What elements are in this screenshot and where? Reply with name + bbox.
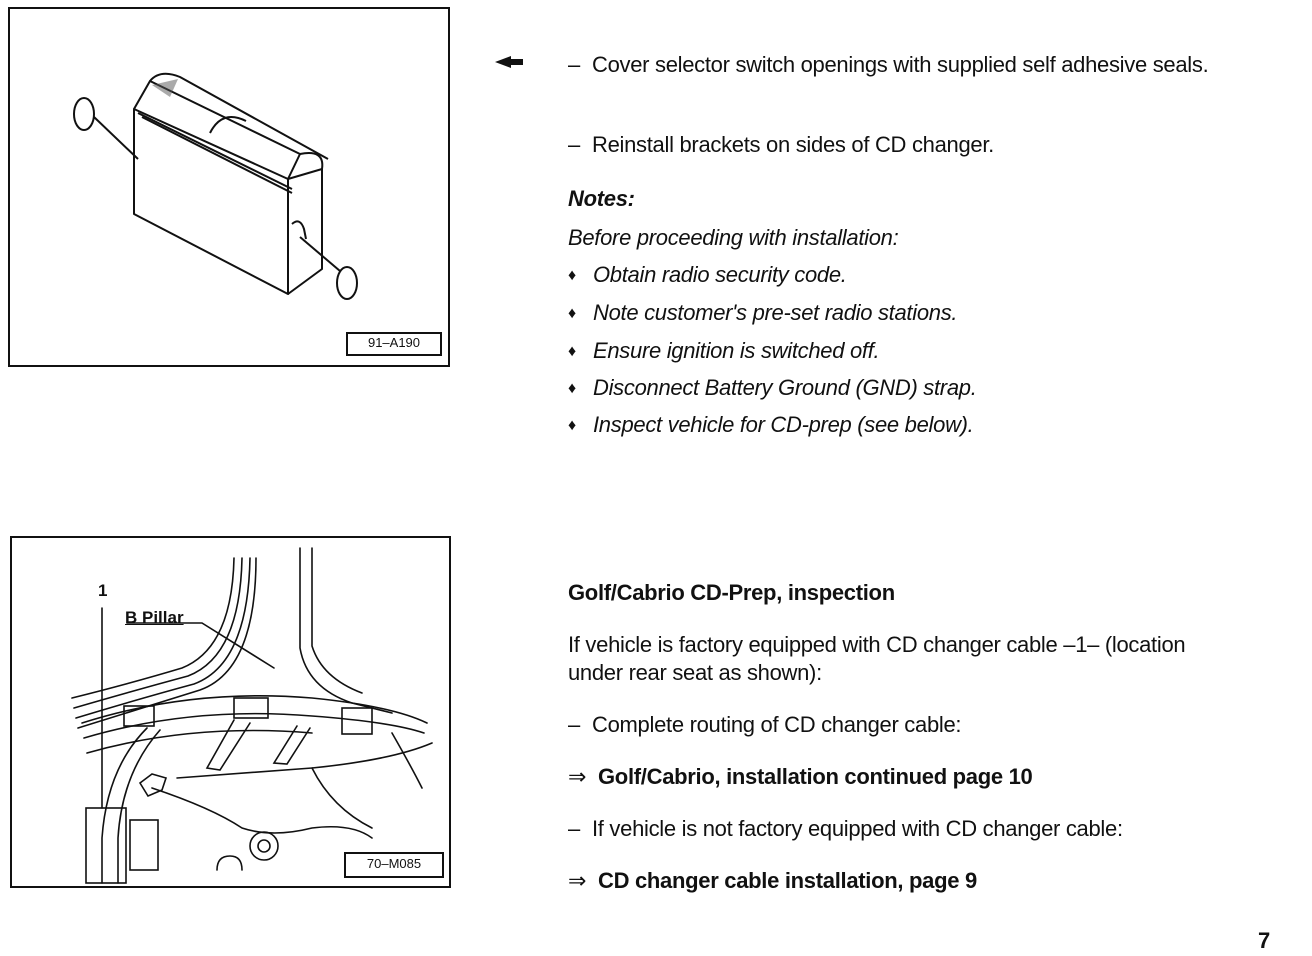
- note-item: ♦ Note customer's pre-set radio stations.: [568, 300, 958, 326]
- figure-label: 91–A190: [346, 332, 442, 356]
- step-reinstall-brackets: –Reinstall brackets on sides of CD chang…: [568, 132, 994, 158]
- note-text: Disconnect Battery Ground (GND) strap.: [593, 375, 977, 400]
- dash-marker: –: [568, 132, 580, 157]
- arrow-right-icon: ⇒: [568, 868, 587, 893]
- note-text: Ensure ignition is switched off.: [593, 338, 880, 363]
- note-item: ♦ Obtain radio security code.: [568, 262, 847, 288]
- bullet-icon: ♦: [568, 343, 576, 360]
- step-text: Reinstall brackets on sides of CD change…: [592, 132, 994, 157]
- notes-intro: Before proceeding with installation:: [568, 225, 899, 250]
- bullet-icon: ♦: [568, 305, 576, 322]
- note-item: ♦ Ensure ignition is switched off.: [568, 338, 880, 364]
- note-text: Note customer's pre-set radio stations.: [593, 300, 958, 325]
- note-text: Obtain radio security code.: [593, 262, 847, 287]
- arrow-right-icon: ⇒: [568, 764, 587, 789]
- bullet-icon: ♦: [568, 380, 576, 397]
- note-text: Inspect vehicle for CD-prep (see below).: [593, 412, 974, 437]
- reference-text[interactable]: Golf/Cabrio, installation continued page…: [598, 764, 1033, 789]
- reference-link-page-9[interactable]: ⇒ CD changer cable installation, page 9: [568, 868, 977, 894]
- paragraph-line: under rear seat as shown):: [568, 660, 822, 685]
- dash-marker: –: [568, 52, 580, 77]
- figure-reference-arrow-icon: [495, 56, 523, 68]
- reference-text[interactable]: CD changer cable installation, page 9: [598, 868, 977, 893]
- section-heading: Golf/Cabrio CD-Prep, inspection: [568, 580, 895, 605]
- step-cover-selector: –Cover selector switch openings with sup…: [568, 52, 1209, 78]
- paragraph-line: If vehicle is factory equipped with CD c…: [568, 632, 1186, 657]
- note-item: ♦ Disconnect Battery Ground (GND) strap.: [568, 375, 977, 401]
- step-text: If vehicle is not factory equipped with …: [592, 816, 1123, 841]
- bullet-icon: ♦: [568, 417, 576, 434]
- step-text: Cover selector switch openings with supp…: [592, 52, 1209, 77]
- reference-link-page-10[interactable]: ⇒ Golf/Cabrio, installation continued pag…: [568, 764, 1033, 790]
- dash-marker: –: [568, 816, 580, 841]
- page-number: 7: [1258, 928, 1271, 953]
- figure-cable-routing: 1 B Pillar 70–M085: [10, 536, 451, 888]
- note-item: ♦ Inspect vehicle for CD-prep (see below)…: [568, 412, 974, 438]
- step-complete-routing: –Complete routing of CD changer cable:: [568, 712, 962, 738]
- step-not-equipped: –If vehicle is not factory equipped with…: [568, 816, 1123, 842]
- bullet-icon: ♦: [568, 267, 576, 284]
- callout-number-1: 1: [98, 581, 108, 600]
- cd-changer-illustration: [73, 72, 358, 300]
- figure-label: 70–M085: [344, 852, 444, 878]
- cable-routing-illustration: [71, 547, 433, 884]
- step-text: Complete routing of CD changer cable:: [592, 712, 962, 737]
- figure-cd-changer: 91–A190: [8, 7, 450, 367]
- dash-marker: –: [568, 712, 580, 737]
- callout-b-pillar: B Pillar: [125, 608, 184, 627]
- notes-heading: Notes:: [568, 186, 635, 211]
